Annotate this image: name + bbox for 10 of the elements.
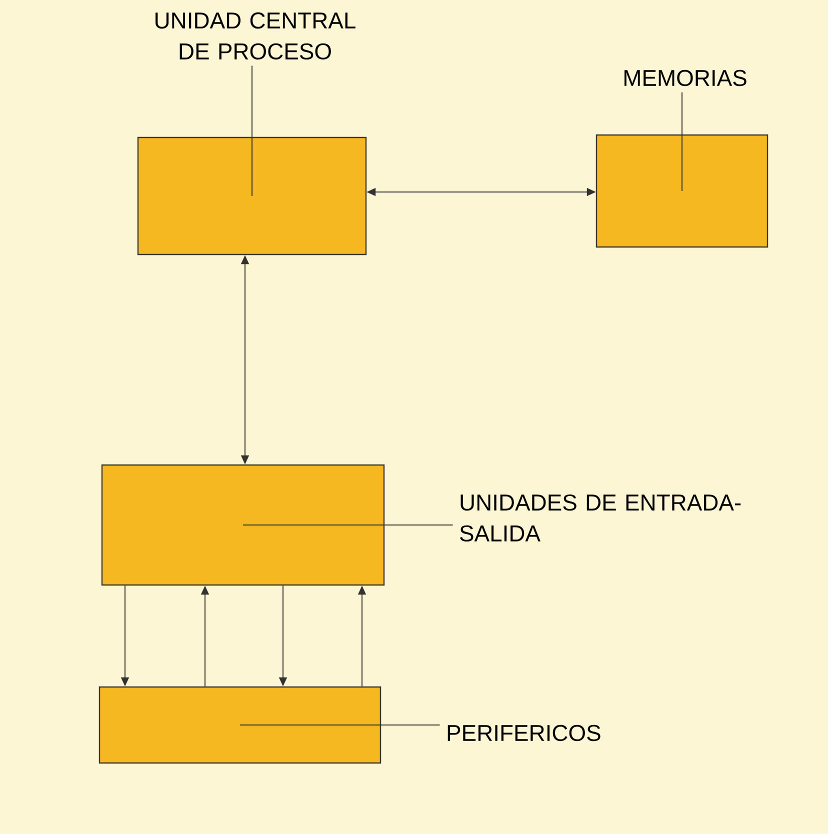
label-text: UNIDADES DE ENTRADA-SALIDA bbox=[460, 494, 741, 542]
label-text: MEMORIAS bbox=[624, 70, 746, 86]
unit-box bbox=[137, 136, 367, 256]
unit-box bbox=[101, 464, 385, 586]
leader-line bbox=[240, 724, 440, 726]
label-text: PERIFERICOS bbox=[448, 724, 600, 742]
unit-box bbox=[98, 686, 382, 764]
unit-box bbox=[596, 134, 768, 248]
leader-line bbox=[242, 524, 454, 526]
label-text: UNIDAD CENTRAL DE PROCESO bbox=[156, 12, 356, 60]
